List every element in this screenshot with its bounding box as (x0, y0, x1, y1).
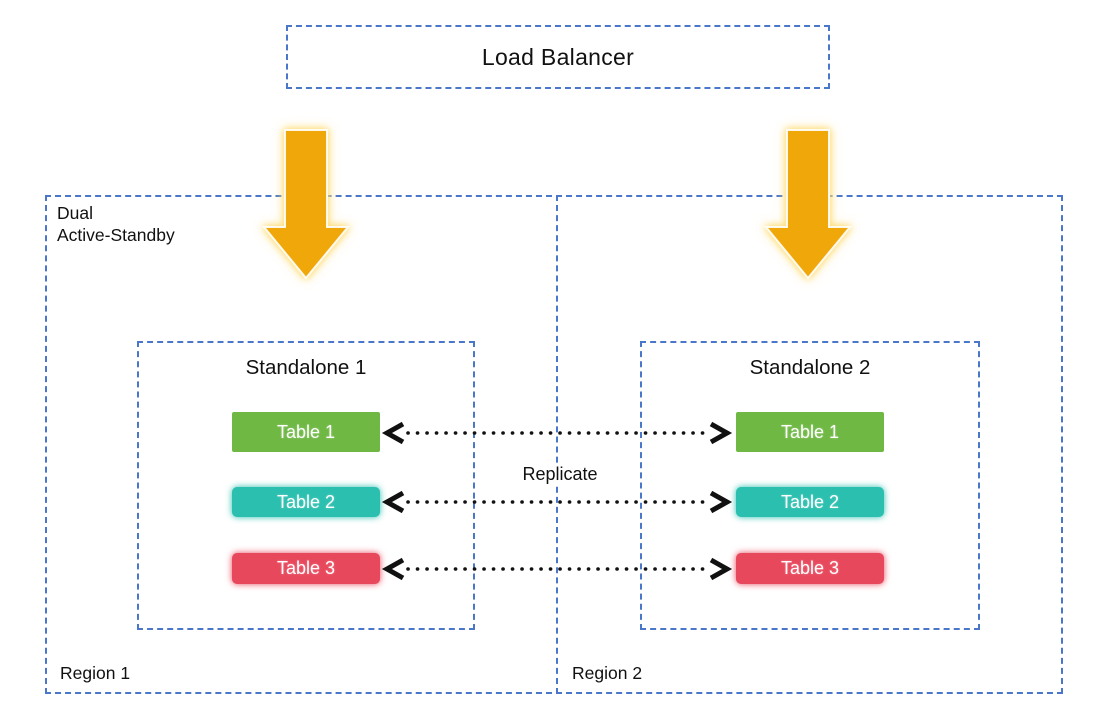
group-label: Dual Active-Standby (57, 202, 175, 246)
down-arrow-icon (763, 129, 853, 280)
bidirectional-arrow-icon (381, 490, 733, 514)
standalone-2-title: Standalone 2 (749, 356, 871, 379)
standalone-2-box: Standalone 2 (640, 341, 980, 630)
table-label: Table 3 (276, 558, 336, 578)
table-node: Table 1 (232, 412, 380, 452)
group-label-line1: Dual (57, 203, 93, 223)
region-2-label: Region 2 (572, 663, 643, 683)
load-balancer-label: Load Balancer (481, 43, 635, 70)
table-node: Table 3 (736, 553, 884, 584)
table-node: Table 2 (232, 487, 380, 517)
down-arrow-icon (261, 129, 351, 280)
table-label: Table 3 (780, 558, 840, 578)
group-label-line2: Active-Standby (57, 225, 175, 245)
table-label: Table 2 (780, 491, 840, 512)
dual-region-box (45, 195, 1063, 694)
table-node: Table 1 (736, 412, 884, 452)
table-node: Table 3 (232, 553, 380, 584)
standalone-1-box: Standalone 1 (137, 341, 475, 630)
standalone-1-title: Standalone 1 (245, 356, 367, 379)
region-divider-line (556, 195, 558, 694)
load-balancer-node: Load Balancer (286, 25, 830, 89)
table-label: Table 1 (780, 421, 840, 442)
table-label: Table 2 (276, 491, 336, 512)
replication-arrows (381, 421, 733, 581)
bidirectional-arrow-icon (381, 421, 733, 445)
table-node: Table 2 (736, 487, 884, 517)
region-1-label: Region 1 (60, 663, 131, 683)
table-label: Table 1 (276, 421, 336, 442)
replicate-label: Replicate (515, 463, 605, 486)
bidirectional-arrow-icon (381, 557, 733, 581)
